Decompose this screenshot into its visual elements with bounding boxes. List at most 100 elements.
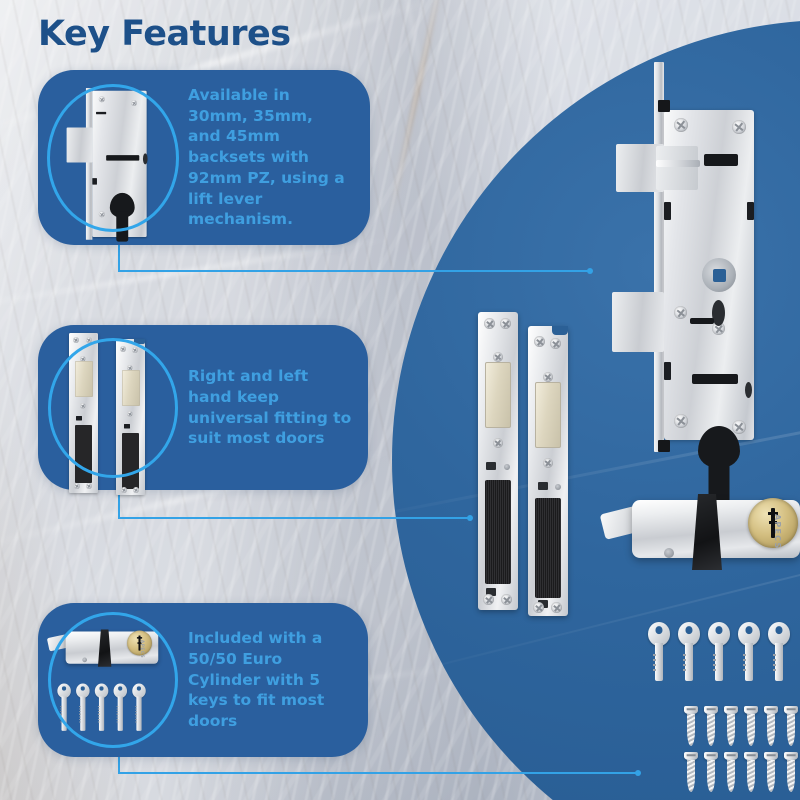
keep-pin-hole: [504, 464, 510, 470]
thumbnail-highlight-ring: [48, 612, 178, 748]
case-edge-slot-left: [664, 202, 671, 220]
screw: [764, 706, 778, 746]
upper-mechanism-slot: [704, 154, 738, 166]
key-bow: [648, 622, 670, 646]
screw-shank: [707, 760, 715, 792]
lever-slot: [712, 300, 725, 326]
key-bow: [738, 622, 760, 646]
keep-screw: [493, 352, 503, 362]
feature-card-cylinder-thumbnail: APECS: [38, 603, 188, 757]
cylinder-keyway-plug: [748, 498, 798, 548]
cylinder-brand-label: APECS: [773, 514, 782, 550]
screw-head: [784, 752, 798, 760]
keep-tongue: [535, 382, 561, 448]
thumbnail-highlight-ring: [47, 83, 179, 232]
screw-head: [724, 752, 738, 760]
keep-slot: [486, 462, 496, 470]
case-screw-top-right: [732, 120, 746, 134]
screw-shank: [727, 714, 735, 746]
screw-shank: [747, 760, 755, 792]
thumbnail-highlight-ring: [48, 337, 178, 478]
screw-shank: [687, 714, 695, 746]
screw-head: [764, 752, 778, 760]
screw-head: [704, 706, 718, 714]
hook-bolt: [656, 146, 698, 190]
key-blade: [653, 643, 663, 681]
screw-head: [784, 706, 798, 714]
screw: [784, 752, 798, 792]
screw: [684, 706, 698, 746]
screw: [684, 752, 698, 792]
case-screw-bottom-right: [732, 420, 746, 434]
screw-shank: [767, 760, 775, 792]
feature-card-handing-thumbnail: [38, 325, 188, 495]
key: [738, 622, 760, 681]
feature-card-cylinder-text: Included with a 50/50 Euro Cylinder with…: [188, 629, 325, 731]
screw: [744, 706, 758, 746]
euro-profile-cutout: [698, 426, 740, 508]
screw: [724, 752, 738, 792]
screw-shank: [707, 714, 715, 746]
indicator-pin-hole: [745, 382, 752, 398]
key-bow: [678, 622, 700, 646]
screw-shank: [787, 760, 795, 792]
faceplate-tip-top: [658, 100, 670, 112]
mortise-lock-body: [612, 62, 772, 508]
keep-slot: [486, 588, 496, 596]
keep-screw: [533, 602, 544, 613]
screw-head: [744, 706, 758, 714]
feature-card-cylinder[interactable]: APECS: [38, 603, 368, 757]
keep-screw: [483, 594, 494, 605]
screw-head: [724, 706, 738, 714]
keep-screw: [551, 602, 562, 613]
keep-screw: [543, 372, 553, 382]
key-bow: [768, 622, 790, 646]
key-blade: [773, 643, 783, 681]
key-blade: [683, 643, 693, 681]
feature-card-backsets-thumbnail: [38, 70, 188, 245]
screw-shank: [727, 760, 735, 792]
screw-head: [704, 752, 718, 760]
page-title: Key Features: [38, 14, 291, 54]
screw: [724, 706, 738, 746]
key: [708, 622, 730, 681]
screw: [704, 752, 718, 792]
feature-card-handing[interactable]: Right and left hand keep universal fitti…: [38, 325, 368, 495]
keep-notch: [552, 326, 568, 335]
keep-screw: [484, 318, 495, 329]
key-blade: [713, 643, 723, 681]
screw-head: [684, 752, 698, 760]
key-blade: [743, 643, 753, 681]
euro-cylinder: APECS: [599, 486, 800, 596]
case-screw-mid-left: [674, 306, 687, 319]
feature-card-backsets[interactable]: Available in 30mm, 35mm, and 45mm backse…: [38, 70, 370, 245]
keep-screw: [543, 458, 553, 468]
key-bow: [708, 622, 730, 646]
keep-screw: [500, 318, 511, 329]
spindle-hole: [702, 258, 736, 292]
lower-mechanism-slot: [690, 318, 714, 324]
keep-brush-strip: [485, 480, 511, 584]
feature-card-backsets-text: Available in 30mm, 35mm, and 45mm backse…: [188, 85, 345, 229]
cylinder-fixing-hole: [664, 548, 674, 558]
screw: [764, 752, 778, 792]
keep-screw: [493, 438, 503, 448]
deadbolt-block-lower: [612, 292, 664, 352]
screw-shank: [767, 714, 775, 746]
keep-slot: [538, 482, 548, 490]
case-screw-bottom-left: [674, 414, 688, 428]
case-screw-top-left: [674, 118, 688, 132]
case-edge-slot-right: [747, 202, 754, 220]
screw: [744, 752, 758, 792]
keep-tongue: [485, 362, 511, 428]
screw: [704, 706, 718, 746]
screw-shank: [687, 760, 695, 792]
key: [768, 622, 790, 681]
screw-head: [744, 752, 758, 760]
faceplate-tip-bottom: [658, 440, 670, 452]
key: [678, 622, 700, 681]
keep-plate-right: [528, 326, 568, 616]
spindle-bar: [656, 160, 700, 167]
case-screw-mid-right: [712, 322, 725, 335]
case-edge-slot-left-lower: [664, 362, 671, 380]
